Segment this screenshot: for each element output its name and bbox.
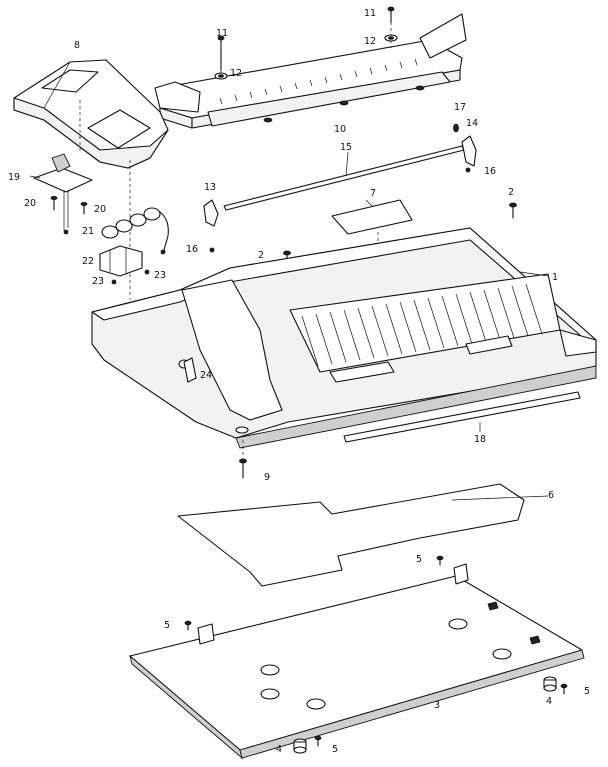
part-19-board (33, 153, 93, 235)
part-21-button-strip (101, 207, 169, 255)
callout-5-d: 5 (332, 744, 338, 755)
part-2-screw-right (509, 202, 517, 219)
chassis-ribs (301, 283, 543, 367)
callout-19: 19 (8, 172, 20, 183)
callout-2-left: 2 (258, 250, 264, 261)
callout-12-left: 12 (230, 68, 242, 79)
callout-18: 18 (474, 434, 486, 445)
callout-2-right: 2 (508, 187, 514, 198)
part-8-panel-cover (13, 59, 169, 300)
callout-labels: 1 2 2 3 4 4 5 5 5 5 6 7 8 9 10 11 11 12 … (8, 8, 590, 755)
callout-7: 7 (370, 188, 376, 199)
callout-13: 13 (204, 182, 216, 193)
callout-3: 3 (434, 700, 440, 711)
callout-1: 1 (552, 272, 558, 283)
part-10-guide-bar (154, 13, 467, 129)
part-12-washer-left (214, 72, 228, 80)
part-3-bottom-plate (129, 563, 585, 760)
callout-17: 17 (454, 102, 466, 113)
callout-4-left: 4 (276, 744, 282, 755)
part-14-lever (453, 123, 477, 173)
callout-21: 21 (82, 226, 94, 237)
callout-10: 10 (334, 124, 346, 135)
callout-15: 15 (340, 142, 352, 153)
callout-23-left: 23 (92, 276, 104, 287)
callout-20-left: 20 (24, 198, 36, 209)
part-20-screws (50, 195, 88, 215)
part-9-screw (239, 440, 247, 479)
part-4-foot-left (293, 738, 307, 754)
callout-9: 9 (264, 472, 270, 483)
part-11-screw-right (387, 6, 395, 48)
part-13-lever (203, 199, 219, 253)
part-4-foot-right (543, 676, 557, 692)
guide-bar-slots (219, 58, 418, 105)
callout-8: 8 (74, 40, 80, 51)
callout-24: 24 (200, 370, 212, 381)
callout-4-right: 4 (546, 696, 552, 707)
part-6-sheet (177, 483, 525, 587)
part-1-main-chassis (91, 227, 597, 449)
leader-lines (29, 151, 549, 501)
callout-11-right: 11 (364, 8, 376, 19)
callout-5-a: 5 (164, 620, 170, 631)
part-18-strip (343, 391, 581, 443)
callout-11-left: 11 (216, 28, 228, 39)
callout-6: 6 (548, 490, 554, 501)
part-12-washer-right (384, 34, 398, 42)
callout-12-right: 12 (364, 36, 376, 47)
callout-20-right: 20 (94, 204, 106, 215)
part-5-screws (184, 555, 568, 747)
callout-14: 14 (466, 118, 478, 129)
callout-5-c: 5 (584, 686, 590, 697)
callout-16-left: 16 (186, 244, 198, 255)
part-22-bracket (99, 245, 150, 285)
callout-23-right: 23 (154, 270, 166, 281)
part-24-sensor (183, 357, 197, 383)
callout-5-b: 5 (416, 554, 422, 565)
callout-16-right: 16 (484, 166, 496, 177)
callout-22: 22 (82, 256, 94, 267)
part-15-shaft (223, 145, 465, 211)
